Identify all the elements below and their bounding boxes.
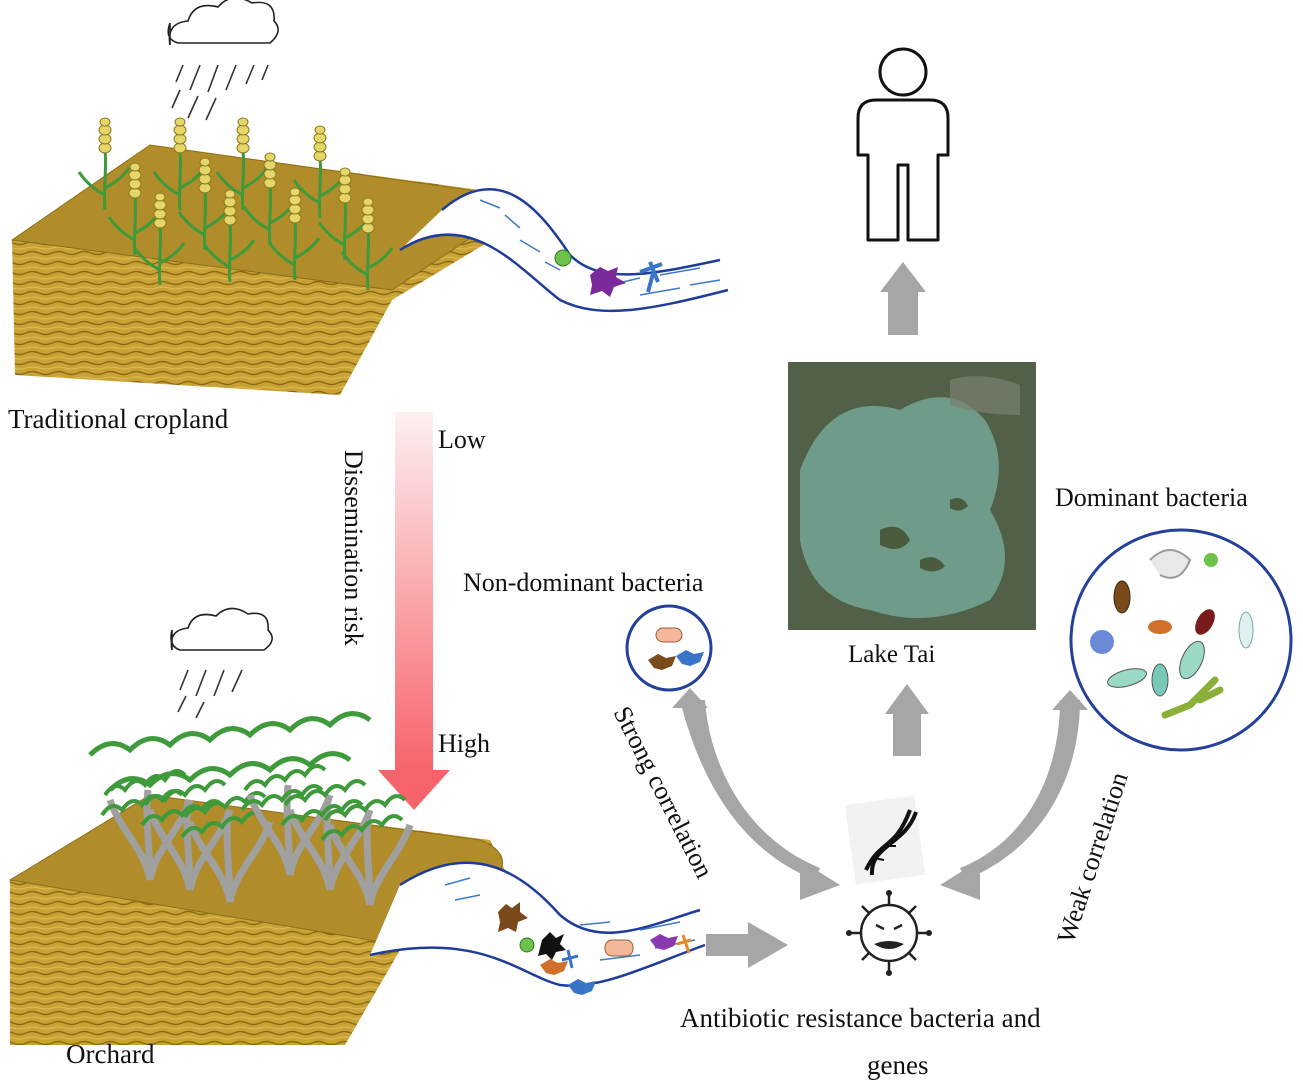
non-dominant-bacteria-circle bbox=[625, 604, 713, 692]
lake-tai-satellite-image bbox=[788, 362, 1036, 630]
arb-label-line1: Antibiotic resistance bacteria and bbox=[680, 1003, 1041, 1033]
lake-to-human-arrow bbox=[880, 262, 926, 335]
strong-correlation-arrow bbox=[672, 688, 840, 900]
arb-label-line2: genes bbox=[867, 1050, 928, 1080]
human-silhouette-icon bbox=[856, 47, 950, 242]
runoff-stream-bottom bbox=[369, 861, 706, 995]
orchard-trees bbox=[88, 711, 410, 905]
runoff-stream-top bbox=[399, 187, 729, 313]
dna-helix-icon bbox=[844, 795, 926, 885]
risk-low-label: Low bbox=[438, 425, 486, 454]
dissemination-risk-arrow: Low High Dissemination risk bbox=[339, 412, 490, 810]
dominant-bacteria-circle bbox=[1069, 528, 1293, 752]
virus-face-icon bbox=[846, 890, 932, 976]
dominant-bacteria-label: Dominant bacteria bbox=[1055, 483, 1248, 512]
orchard-label: Orchard bbox=[66, 1039, 155, 1069]
traditional-cropland-label: Traditional cropland bbox=[8, 404, 229, 434]
non-dominant-bacteria-label: Non-dominant bacteria bbox=[463, 568, 704, 597]
risk-high-label: High bbox=[438, 729, 490, 758]
runoff-to-arb-arrow bbox=[706, 922, 788, 968]
lake-tai-label: Lake Tai bbox=[848, 641, 935, 668]
weak-correlation-label: Weak correlation bbox=[1051, 769, 1133, 947]
traditional-cropland-block: Traditional cropland bbox=[8, 0, 729, 434]
weak-correlation-arrow bbox=[940, 690, 1088, 900]
dissemination-risk-label: Dissemination risk bbox=[339, 450, 368, 646]
rain-cloud-icon bbox=[167, 0, 279, 121]
rain-cloud-icon bbox=[170, 607, 273, 719]
arb-to-lake-arrow bbox=[885, 684, 929, 756]
orchard-block: Orchard bbox=[8, 607, 706, 1069]
